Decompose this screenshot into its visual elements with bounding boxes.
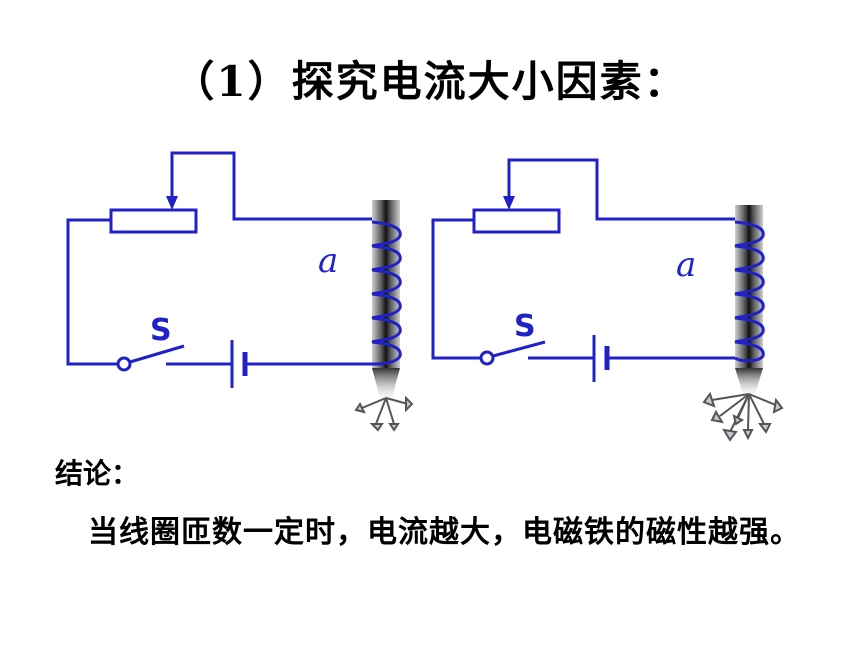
electromagnet-right	[702, 205, 784, 442]
rheostat-slider-wire	[507, 158, 735, 221]
electromagnet-left	[354, 200, 414, 432]
slider-arrow	[503, 196, 515, 210]
pins-right	[702, 391, 784, 442]
coil-label-right: a	[676, 245, 696, 285]
wire-left	[431, 218, 481, 360]
conclusion-label: 结论：	[55, 457, 140, 490]
switch-pivot	[116, 356, 132, 372]
rheostat	[109, 208, 198, 234]
slide-title: （1）探究电流大小因素：	[172, 57, 688, 106]
pins-left	[354, 395, 414, 432]
wire-left	[66, 218, 118, 366]
switch-label-right: S	[514, 309, 536, 344]
rheostat	[472, 208, 561, 234]
switch-label-left: S	[150, 313, 172, 348]
rheostat-slider-wire	[170, 151, 372, 221]
conclusion-text: 当线圈匝数一定时，电流越大，电磁铁的磁性越强。	[88, 515, 801, 550]
coil-label-left: a	[318, 241, 338, 281]
switch-blade	[129, 344, 185, 364]
slider-arrow	[166, 196, 178, 210]
switch-pivot	[479, 350, 495, 366]
circuit-right	[431, 158, 735, 382]
switch-blade	[492, 340, 546, 358]
circuit-left	[66, 151, 372, 388]
